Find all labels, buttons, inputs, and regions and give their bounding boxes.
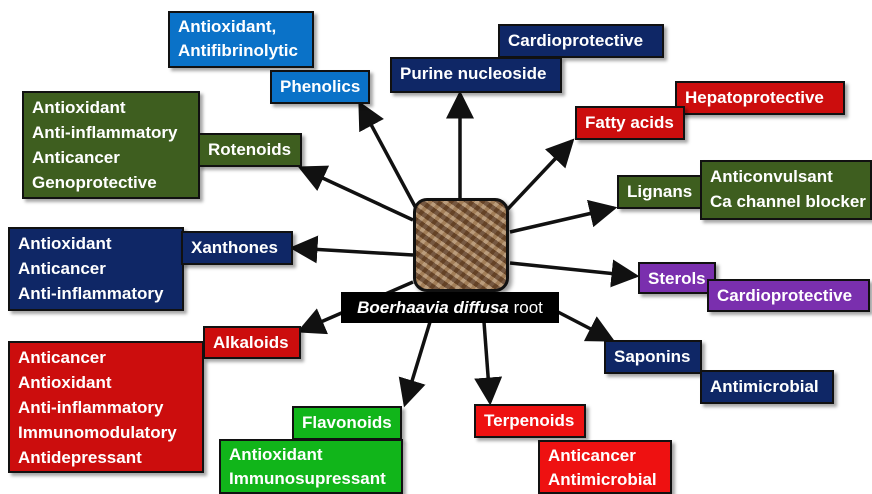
scientific-name: Boerhaavia diffusa <box>357 298 509 317</box>
arrow-saponins <box>558 312 612 340</box>
activity-line: Immunomodulatory <box>18 420 194 445</box>
arrow-sterols <box>510 263 636 276</box>
activity-line: Antioxidant <box>18 370 194 395</box>
group-name: Saponins <box>614 347 691 366</box>
activity-line: Anticancer <box>18 345 194 370</box>
activity-line: Genoprotective <box>32 170 190 195</box>
arrow-lignans <box>510 208 614 232</box>
phenolics-activity-box: Antioxidant, Antifibrinolytic <box>168 11 314 68</box>
group-name: Terpenoids <box>484 411 574 430</box>
arrow-flavonoids <box>405 322 430 404</box>
purine-activity-box: Cardioprotective <box>498 24 664 58</box>
activity-line: Antioxidant <box>229 443 393 467</box>
activity-line: Antidepressant <box>18 445 194 470</box>
group-name: Rotenoids <box>208 140 291 159</box>
activity-line: Anti-inflammatory <box>32 120 190 145</box>
activity-line: Antifibrinolytic <box>178 39 304 63</box>
activity-line: Antimicrobial <box>548 468 662 492</box>
terpenoids-box: Terpenoids <box>474 404 586 438</box>
activity-line: Anticancer <box>18 256 174 281</box>
center-label: Boerhaavia diffusa root <box>341 292 559 323</box>
activity-line: Cardioprotective <box>717 286 852 305</box>
flavonoids-activity-box: Antioxidant Immunosupressant <box>219 439 403 494</box>
flavonoids-box: Flavonoids <box>292 406 402 440</box>
saponins-activity-box: Antimicrobial <box>700 370 834 404</box>
fatty-acids-box: Fatty acids <box>575 106 685 140</box>
activity-line: Antioxidant <box>18 231 174 256</box>
phenolics-box: Phenolics <box>270 70 370 104</box>
root-photo <box>413 198 509 292</box>
activity-line: Antimicrobial <box>710 377 819 396</box>
sterols-box: Sterols <box>638 262 716 294</box>
group-name: Alkaloids <box>213 333 289 352</box>
xanthones-activity-box: Antioxidant Anticancer Anti-inflammatory <box>8 227 184 311</box>
activity-line: Anticancer <box>548 444 662 468</box>
lignans-activity-box: Anticonvulsant Ca channel blocker <box>700 160 872 220</box>
group-name: Phenolics <box>280 77 360 96</box>
activity-line: Ca channel blocker <box>710 189 862 214</box>
xanthones-box: Xanthones <box>181 231 293 265</box>
activity-line: Antioxidant <box>32 95 190 120</box>
alkaloids-activity-box: Anticancer Antioxidant Anti-inflammatory… <box>8 341 204 473</box>
arrow-xanthones <box>293 248 413 255</box>
rotenoids-box: Rotenoids <box>198 133 302 167</box>
activity-line: Anti-inflammatory <box>18 281 174 306</box>
arrow-terpenoids <box>484 322 490 402</box>
group-name: Xanthones <box>191 238 278 257</box>
group-name: Fatty acids <box>585 113 674 132</box>
arrow-fatty-acids <box>505 141 572 212</box>
sterols-activity-box: Cardioprotective <box>707 279 870 312</box>
activity-line: Hepatoprotective <box>685 88 824 107</box>
group-name: Sterols <box>648 269 706 288</box>
activity-line: Anti-inflammatory <box>18 395 194 420</box>
lignans-box: Lignans <box>617 175 703 209</box>
group-name: Purine nucleoside <box>400 64 546 83</box>
activity-line: Anticonvulsant <box>710 164 862 189</box>
activity-line: Immunosupressant <box>229 467 393 491</box>
arrow-phenolics <box>360 104 418 212</box>
arrow-rotenoids <box>301 168 413 220</box>
terpenoids-activity-box: Anticancer Antimicrobial <box>538 440 672 494</box>
fatty-acids-activity-box: Hepatoprotective <box>675 81 845 115</box>
plant-part: root <box>514 298 543 317</box>
purine-nucleoside-box: Purine nucleoside <box>390 57 562 93</box>
rotenoids-activity-box: Antioxidant Anti-inflammatory Anticancer… <box>22 91 200 199</box>
activity-line: Cardioprotective <box>508 31 643 50</box>
saponins-box: Saponins <box>604 340 702 374</box>
activity-line: Anticancer <box>32 145 190 170</box>
alkaloids-box: Alkaloids <box>203 326 301 359</box>
activity-line: Antioxidant, <box>178 15 304 39</box>
group-name: Lignans <box>627 182 692 201</box>
group-name: Flavonoids <box>302 413 392 432</box>
